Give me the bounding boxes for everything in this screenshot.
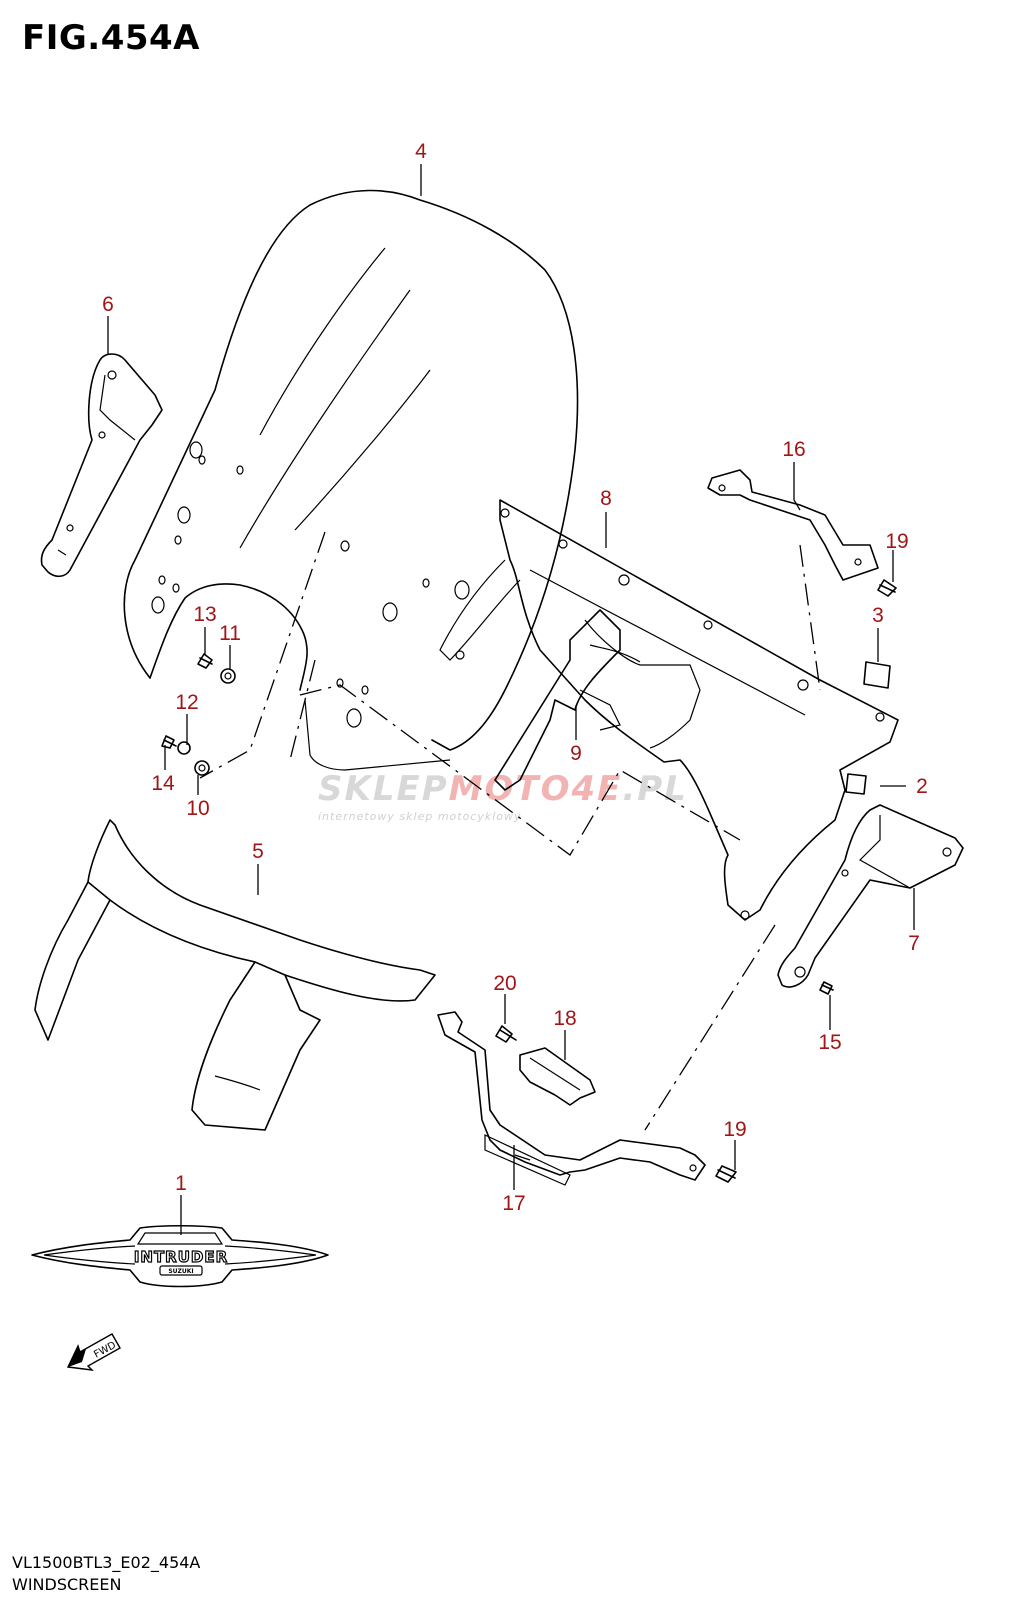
callout-19b: 19 <box>723 1118 746 1141</box>
watermark-brand-left: SKLEP <box>318 769 449 809</box>
figure-title: FIG.454A <box>22 18 200 58</box>
assembly-lines <box>199 531 821 1131</box>
watermark-brand-right: .PL <box>622 769 688 809</box>
emblem-main-text: INTRUDER <box>134 1248 228 1266</box>
watermark-brand-accent: MOTO4E <box>449 769 623 809</box>
section-name: WINDSCREEN <box>12 1575 122 1594</box>
lower-cowl-part <box>34 819 436 1131</box>
callout-3: 3 <box>872 604 884 627</box>
callout-15: 15 <box>818 1031 841 1054</box>
callout-16: 16 <box>782 438 805 461</box>
callout-17: 17 <box>502 1192 525 1215</box>
inner-bracket-part <box>494 609 621 791</box>
callout-1: 1 <box>175 1172 187 1195</box>
callout-7: 7 <box>908 932 920 955</box>
callouts: 1 2 3 4 5 6 7 8 9 10 11 12 13 14 15 16 1… <box>102 140 928 1215</box>
callout-6: 6 <box>102 293 114 316</box>
callout-13: 13 <box>193 603 216 626</box>
callout-14: 14 <box>151 772 175 795</box>
plate-part <box>519 1047 596 1106</box>
windscreen-part <box>123 189 579 771</box>
callout-5: 5 <box>252 840 264 863</box>
stay-part <box>707 469 879 581</box>
right-bracket-part <box>777 804 964 988</box>
watermark: SKLEPMOTO4E.PL internetowy sklep motocyk… <box>318 769 688 823</box>
leader-lines <box>107 164 915 1235</box>
callout-12: 12 <box>175 691 198 714</box>
emblem-part: INTRUDER SUZUKI <box>31 1224 329 1288</box>
left-bracket-part <box>40 353 163 578</box>
svg-text:SKLEPMOTO4E.PL: SKLEPMOTO4E.PL <box>318 769 688 809</box>
mounting-panel-part <box>439 499 899 921</box>
callout-2: 2 <box>916 775 928 798</box>
callout-10: 10 <box>186 797 209 820</box>
watermark-tagline: internetowy sklep motocyklowy <box>318 810 522 823</box>
callout-20: 20 <box>493 972 516 995</box>
callout-9: 9 <box>570 742 582 765</box>
callout-18: 18 <box>553 1007 576 1030</box>
model-code: VL1500BTL3_E02_454A <box>12 1553 201 1572</box>
callout-11: 11 <box>219 622 241 645</box>
lower-stay-part <box>437 1011 706 1186</box>
emblem-sub-text: SUZUKI <box>168 1268 193 1275</box>
callout-8: 8 <box>600 487 612 510</box>
fasteners <box>161 579 897 1183</box>
fwd-arrow-icon: FWD <box>66 1333 121 1371</box>
callout-19a: 19 <box>885 530 908 553</box>
callout-4: 4 <box>415 140 427 163</box>
